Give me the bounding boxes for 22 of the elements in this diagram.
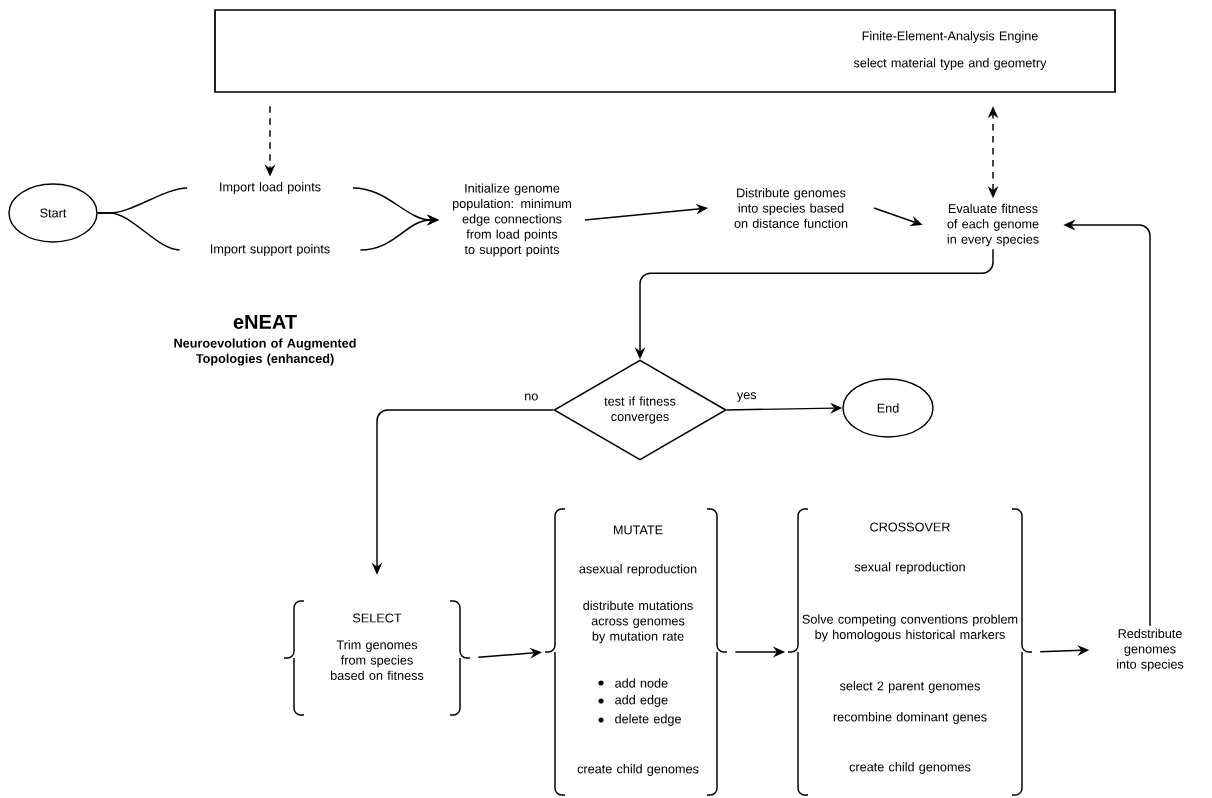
step-text: Import load points <box>220 182 321 194</box>
tool-box: Finite-Element-Analysis Engine select material type and geometry <box>214 9 1116 93</box>
step-text: Initialize genome population: minimum edge connections from load points to support points <box>453 183 571 257</box>
node-label: MUTATE <box>613 525 663 535</box>
bracket-group: MUTATE asexual reproduction distribute mutations across genomes by mutation rate add node add edge delete edge create child genomes <box>544 508 728 796</box>
bracket-group: SELECT Trim genomes from species based on fitness <box>283 600 471 716</box>
node-label: add node <box>615 678 668 688</box>
step-text: Evaluate fitness of each genome in every species <box>947 203 1039 247</box>
edge-label: no <box>522 392 540 402</box>
edge-label: yes <box>735 390 758 404</box>
step-text: Distribute genomes into species based on distance function <box>734 188 848 228</box>
bracket-group: CROSSOVER sexual reproduction Solve competing conventions problem by homologous historical markers select 2 parent genomes recombine dominant genes create child genomes <box>787 508 1033 796</box>
node-label: delete edge <box>615 714 681 726</box>
subtitle: Neuroevolution of Augmented Topologies (enhanced) <box>174 338 356 366</box>
step-text: Import support points <box>211 244 330 256</box>
heading: eNEAT <box>233 315 297 329</box>
node-label: create child genomes <box>577 764 699 776</box>
node-label: asexual reproduction <box>579 564 697 576</box>
node-label: add edge <box>615 695 668 707</box>
step-text: Redstribute genomes into species <box>1117 628 1184 672</box>
node-label: distribute mutations across genomes by mutation rate <box>583 600 693 644</box>
connector-line <box>97 212 181 251</box>
